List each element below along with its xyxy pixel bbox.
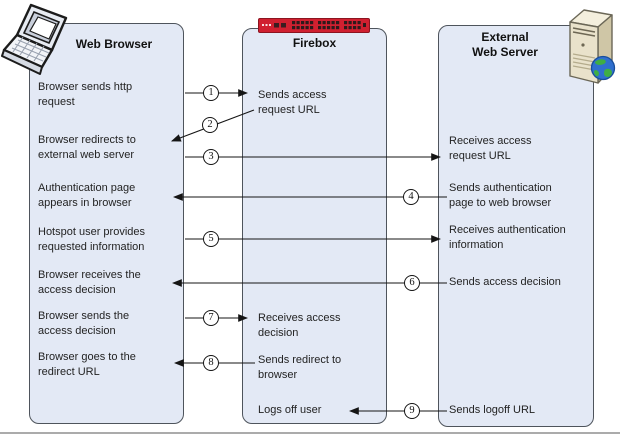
firebox-step-text: Sends access request URL xyxy=(258,89,327,116)
step-6-badge: 6 xyxy=(404,275,420,291)
browser-step-text: Browser redirects to external web server xyxy=(38,134,136,161)
browser-step-text: Browser sends the access decision xyxy=(38,310,130,337)
firebox-step-text: Receives access decision xyxy=(258,312,341,339)
panel-firebox xyxy=(242,28,387,424)
browser-step-text: Authentication page appears in browser xyxy=(38,182,136,209)
firebox-step-text: Logs off user xyxy=(258,404,322,416)
firebox-step-text: Sends redirect to browser xyxy=(258,354,342,381)
server-globe-icon xyxy=(563,6,619,95)
browser-step-text: Browser goes to the redirect URL xyxy=(38,351,136,378)
server-step-text: Sends authentication page to web browser xyxy=(449,182,552,209)
panel-external-web-server xyxy=(438,25,594,427)
firewall-appliance-icon xyxy=(258,18,370,39)
step-4-badge: 4 xyxy=(403,189,419,205)
browser-step-text: Browser receives the access decision xyxy=(38,269,141,296)
step-9-badge: 9 xyxy=(404,403,420,419)
server-step-text: Receives authentication information xyxy=(449,224,566,251)
laptop-icon xyxy=(1,3,75,86)
server-step-text: Sends logoff URL xyxy=(449,404,536,416)
firebox-title: Firebox xyxy=(292,36,337,50)
external-web-server-title: External Web Server xyxy=(472,30,538,59)
image-bottom-edge xyxy=(0,432,620,434)
server-step-text: Receives access request URL xyxy=(449,135,532,162)
step-3-badge: 3 xyxy=(203,149,219,165)
step-5-badge: 5 xyxy=(203,231,219,247)
step-2-badge: 2 xyxy=(202,117,218,133)
step-1-badge: 1 xyxy=(203,85,219,101)
panel-web-browser xyxy=(29,23,184,424)
web-browser-title: Web Browser xyxy=(75,37,153,51)
step-7-badge: 7 xyxy=(203,310,219,326)
server-step-text: Sends access decision xyxy=(449,276,561,288)
step-8-badge: 8 xyxy=(203,355,219,371)
browser-step-text: Browser sends http request xyxy=(38,81,133,108)
browser-step-text: Hotspot user provides requested informat… xyxy=(38,226,145,253)
